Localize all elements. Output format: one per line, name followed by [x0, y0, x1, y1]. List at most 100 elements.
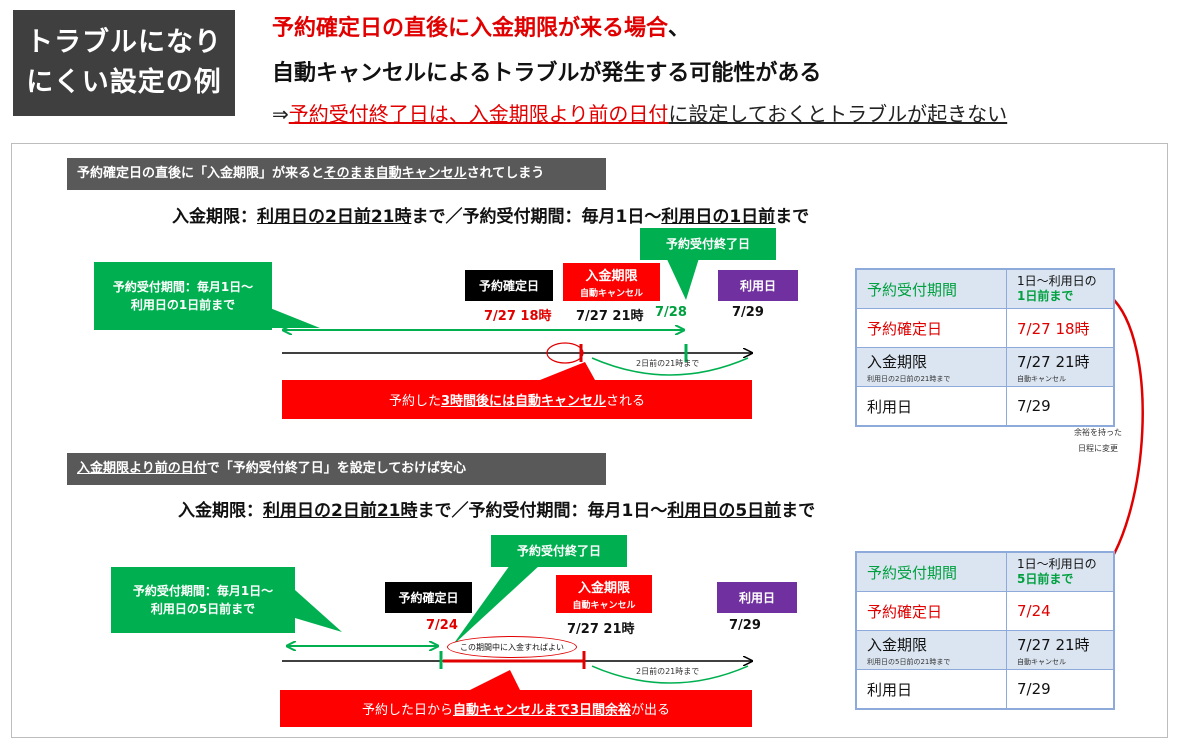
case1-period-l2: 利用日の1日前まで	[130, 298, 236, 312]
table-row: 予約確定日 7/27 18時	[855, 308, 1115, 348]
case2-period-callout: 予約受付期間：毎月1日〜 利用日の5日前まで	[111, 567, 295, 633]
case2-rule-u2: 利用日の5日前	[667, 501, 782, 521]
case1-arc-note: 2日前の21時まで	[636, 359, 700, 368]
case2-oval-note: この期間中に入金すればよい	[447, 636, 577, 658]
table1-r1-label: 予約受付期間	[855, 268, 1007, 309]
title-line2: にくい設定の例	[26, 67, 222, 98]
case1-period-callout: 予約受付期間：毎月1日〜 利用日の1日前まで	[94, 262, 272, 330]
table2-r1-bottom: 5日前まで	[1017, 572, 1074, 586]
case2-period-l1: 予約受付期間：毎月1日〜	[132, 584, 274, 598]
case1-banner-a: 予約確定日の直後に「入金期限」が来ると	[77, 166, 324, 181]
case1-date-use: 7/29	[732, 305, 764, 320]
table2-r3-label: 入金期限	[867, 635, 928, 654]
table2-r3-label-cell: 入金期限利用日の5日前の21時まで	[855, 630, 1007, 670]
table-row: 入金期限利用日の2日前の21時まで 7/27 21時自動キャンセル	[855, 347, 1115, 387]
case2-arc-note: 2日前の21時まで	[636, 667, 700, 676]
case2-date-confirm: 7/24	[426, 618, 458, 633]
case2-rule: 入金期限：利用日の2日前21時まで／予約受付期間：毎月1日〜利用日の5日前まで	[178, 496, 815, 521]
headline-red: 予約確定日の直後に入金期限が来る場合	[272, 16, 669, 41]
case1-deadline-box: 入金期限 自動キャンセル	[563, 263, 660, 301]
side-note-line2: 日程に変更	[1078, 444, 1118, 453]
case2-bar-b: が出る	[631, 703, 671, 718]
case1-banner: 予約確定日の直後に「入金期限」が来るとそのまま自動キャンセルされてしまう	[67, 158, 606, 190]
case1-use-box: 利用日	[718, 270, 798, 301]
case1-banner-b: されてしまう	[466, 166, 545, 181]
case2-rule-b: まで／予約受付期間：毎月1日〜	[417, 501, 668, 521]
table1-r3-label: 入金期限	[867, 352, 928, 371]
case2-red-bar: 予約した日から自動キャンセルまで3日間余裕が出る	[280, 690, 752, 727]
case2-date-use: 7/29	[729, 618, 761, 633]
table-row: 予約確定日 7/24	[855, 591, 1115, 631]
table1-r3-sub: 利用日の2日前の21時まで	[867, 374, 951, 383]
case1-deadline-l1: 入金期限	[585, 269, 638, 284]
case2-bar-u: 自動キャンセルまで3日間余裕	[452, 703, 632, 718]
case1-arc	[591, 357, 749, 376]
case1-rule-u2: 利用日の1日前	[661, 207, 776, 227]
table2-r3-value-cell: 7/27 21時自動キャンセル	[1006, 630, 1115, 670]
table1-r1-top: 1日〜利用日の	[1017, 274, 1097, 288]
case2-end-callout: 予約受付終了日	[491, 535, 627, 567]
table1-r3-value-cell: 7/27 21時自動キャンセル	[1006, 347, 1115, 387]
case2-use-box: 利用日	[717, 582, 797, 613]
case1-period-l1: 予約受付期間：毎月1日〜	[112, 280, 254, 294]
case2-banner-u: 入金期限より前の日付	[77, 461, 207, 476]
table-row: 入金期限利用日の5日前の21時まで 7/27 21時自動キャンセル	[855, 630, 1115, 670]
case1-rule-a: 入金期限：	[172, 207, 257, 227]
title-box: トラブルになり にくい設定の例	[13, 10, 235, 116]
table2-r4-label: 利用日	[855, 669, 1007, 710]
headline-line1: 予約確定日の直後に入金期限が来る場合、	[272, 10, 690, 42]
table1-r1-bottom: 1日前まで	[1017, 289, 1074, 303]
case2-rule-u1: 利用日の2日前21時	[263, 501, 418, 521]
case2-banner-b: で「予約受付終了日」を設定しておけば安心	[206, 461, 466, 476]
table1-r4-value: 7/29	[1006, 386, 1115, 427]
case1-red-oval	[546, 342, 584, 364]
case2-arc	[591, 665, 749, 684]
case2-period-l2: 利用日の5日前まで	[150, 602, 256, 616]
table1-r3-label-cell: 入金期限利用日の2日前の21時まで	[855, 347, 1007, 387]
case2-deadline-l2: 自動キャンセル	[572, 601, 636, 611]
table2-r1-label: 予約受付期間	[855, 551, 1007, 592]
table2-r1-top: 1日〜利用日の	[1017, 557, 1097, 571]
headline-line2: 自動キャンセルによるトラブルが発生する可能性がある	[272, 61, 822, 86]
case2-bar-tail	[470, 670, 520, 690]
case2-deadline-l1: 入金期限	[577, 581, 630, 596]
case2-end-callout-tail	[452, 565, 540, 646]
headline-line3-rest: に設定しておくとトラブルが起きない	[668, 102, 1008, 126]
case1-rule-c: まで	[775, 207, 810, 227]
case1-banner-u: そのまま自動キャンセル	[323, 166, 467, 181]
case1-bar-b: される	[606, 394, 646, 409]
table2-r2-value: 7/24	[1006, 591, 1115, 631]
case1-rule-b: まで／予約受付期間：毎月1日〜	[411, 207, 662, 227]
case1-rule-u1: 利用日の2日前21時	[257, 207, 412, 227]
case1-bar-tail	[540, 362, 595, 380]
table2-r4-value: 7/29	[1006, 669, 1115, 710]
case2-banner: 入金期限より前の日付で「予約受付終了日」を設定しておけば安心	[67, 453, 606, 485]
table1-r3-value: 7/27 21時	[1017, 352, 1090, 371]
table2-r3-value-sub: 自動キャンセル	[1017, 657, 1066, 666]
case1-end-callout-tail	[665, 255, 700, 300]
case1-bar-a: 予約した	[388, 394, 441, 409]
headline-arrow: ⇒	[272, 102, 289, 126]
case1-date-end: 7/28	[655, 305, 687, 320]
table1-r2-label: 予約確定日	[855, 308, 1007, 348]
table-row: 利用日 7/29	[855, 386, 1115, 427]
case2-date-deadline: 7/27 21時	[567, 622, 635, 637]
case1-date-confirm: 7/27 18時	[484, 309, 552, 324]
title-line1: トラブルになり	[26, 27, 222, 58]
table2-r2-label: 予約確定日	[855, 591, 1007, 631]
case2-confirm-box: 予約確定日	[385, 582, 472, 613]
case1-deadline-l2: 自動キャンセル	[579, 289, 643, 299]
headline-line3-red: 予約受付終了日は、入金期限より前の日付	[288, 102, 669, 126]
headline-line3: ⇒予約受付終了日は、入金期限より前の日付に設定しておくとトラブルが起きない	[272, 98, 1007, 127]
table1-r2-value: 7/27 18時	[1006, 308, 1115, 348]
case1-rule: 入金期限：利用日の2日前21時まで／予約受付期間：毎月1日〜利用日の1日前まで	[172, 202, 809, 227]
table2-r3-value: 7/27 21時	[1017, 635, 1090, 654]
table1-r3-value-sub: 自動キャンセル	[1017, 374, 1066, 383]
